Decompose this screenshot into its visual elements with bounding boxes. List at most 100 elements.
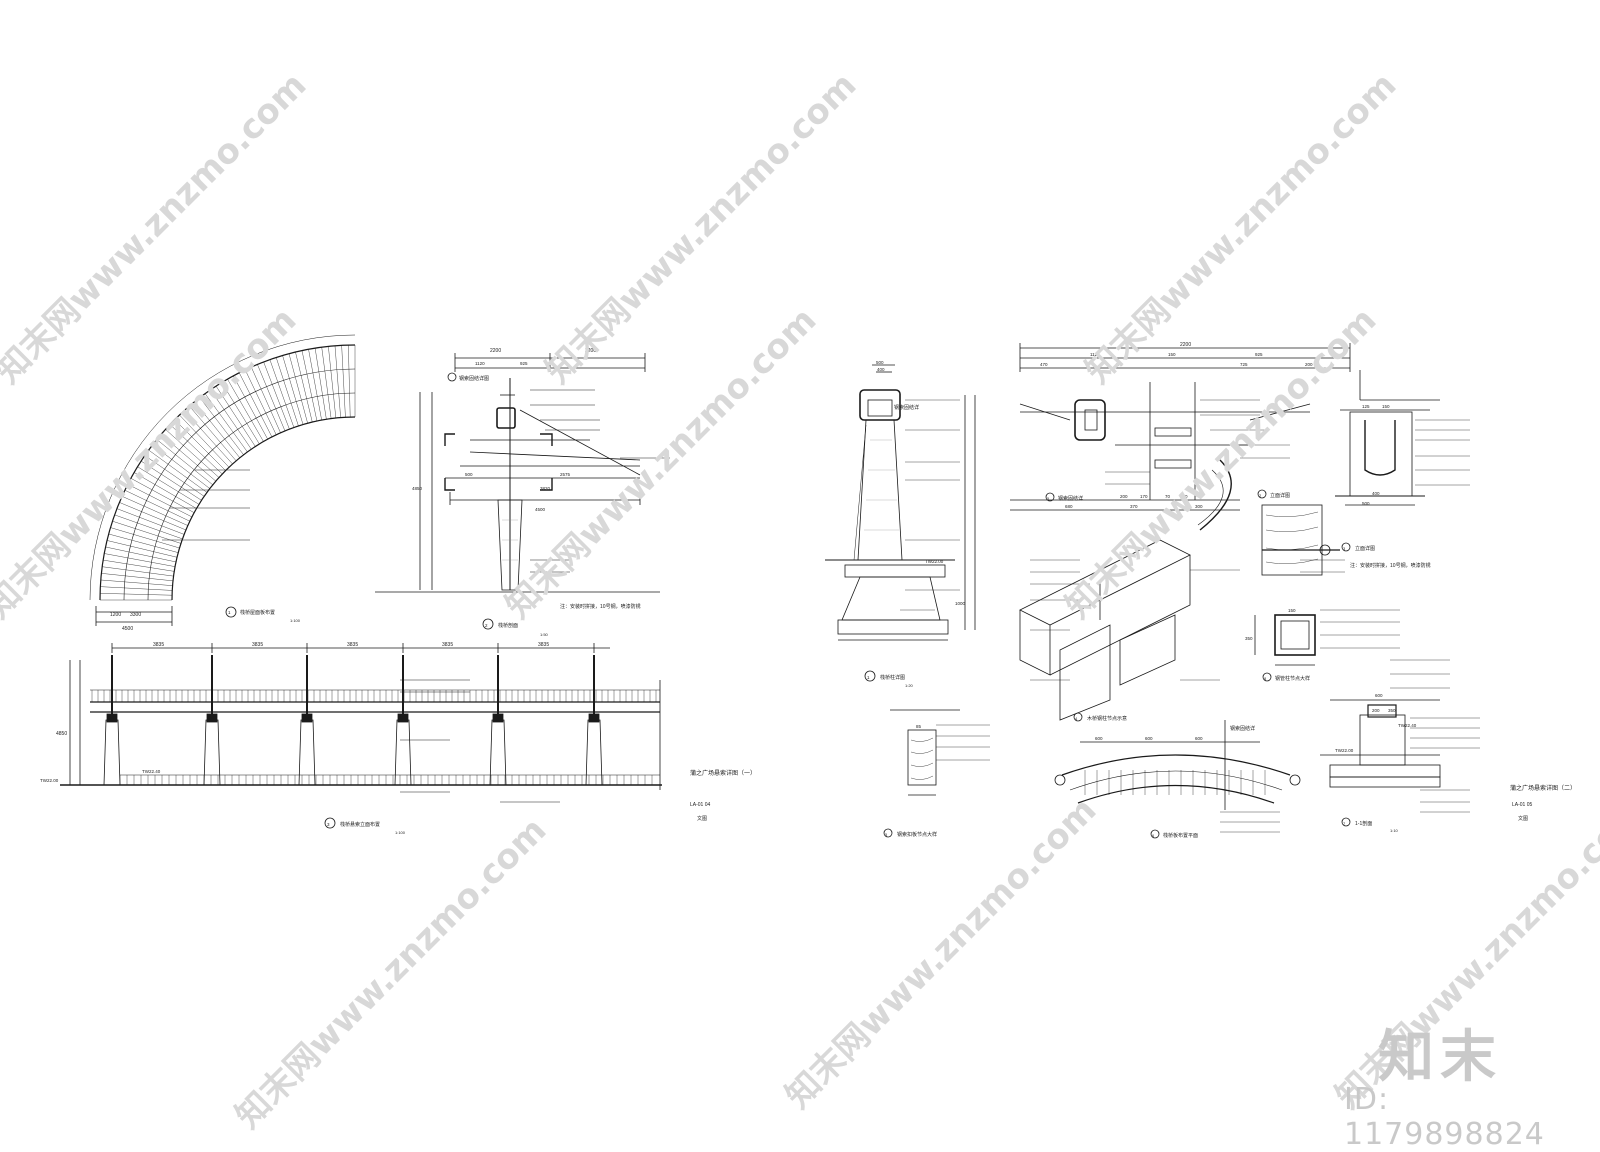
elev-level: TW22.40 bbox=[142, 769, 161, 774]
dim-sec-top-b: 2200 bbox=[585, 348, 596, 354]
circle-no-s3: 3 bbox=[1343, 546, 1346, 551]
curved-deck-plan bbox=[1054, 720, 1301, 839]
dim-col-top-b: 400 bbox=[877, 367, 885, 372]
dim-sec-mid-b: 2575 bbox=[560, 472, 571, 477]
title-s3: 立面详图 bbox=[1355, 545, 1375, 552]
deck-baluster-hatch bbox=[1084, 770, 1266, 795]
circle-no-s5: 5 bbox=[885, 832, 888, 837]
dim-s7-b: 200 bbox=[1372, 708, 1380, 713]
elevation-posts bbox=[103, 655, 603, 786]
dim-base-d: 150 bbox=[1382, 404, 1390, 409]
dim-arc-bottom-total: 4500 bbox=[122, 626, 133, 632]
watermark-layer: 知末网www.znzmo.com 知末网www.znzmo.com 知末网www… bbox=[0, 65, 1600, 1131]
title-elev: 栈桥悬索立面布置 bbox=[340, 821, 380, 828]
watermark-text: 知末网www.znzmo.com bbox=[498, 300, 824, 626]
sheet-left-title: 蒲之广场悬索详图（一） bbox=[690, 769, 756, 777]
tag-arc: 钢索固结详 bbox=[1230, 725, 1255, 732]
circle-no-arc: 1 bbox=[228, 610, 231, 615]
dim-elev-span-3: 3835 bbox=[347, 642, 358, 648]
right-sheet bbox=[825, 343, 1480, 839]
title-s5: 钢索扣板节点大样 bbox=[897, 831, 937, 838]
dim-sec-sub-a: 1120 bbox=[475, 361, 485, 366]
dim-det-row-c: 725 bbox=[1240, 362, 1248, 367]
dim-s7-c: 350 bbox=[1388, 708, 1396, 713]
base-detail-drawing bbox=[1335, 370, 1470, 552]
scale-elev: 1:100 bbox=[395, 830, 406, 835]
left-sheet-text: 1200 3300 4500 1 栈桥屋面板布置 1:100 2200 2200… bbox=[40, 348, 756, 835]
arc-railing-hatch bbox=[100, 345, 356, 601]
dim-sec-top-a: 2200 bbox=[490, 348, 501, 354]
dim-arc-bottom-b: 3300 bbox=[130, 612, 141, 618]
watermark-text: 知末网www.znzmo.com bbox=[538, 65, 864, 391]
dim-elev-span-4: 3835 bbox=[442, 642, 453, 648]
dim-sec-mid-a: 500 bbox=[465, 472, 473, 477]
dim-wood: 85 bbox=[916, 724, 922, 729]
dim-base-c: 125 bbox=[1362, 404, 1370, 409]
sheet-left-no: LA-01 04 bbox=[690, 802, 711, 808]
dim-det-row-d: 200 bbox=[1305, 362, 1313, 367]
watermark-text: 知末网www.znzmo.com bbox=[778, 790, 1104, 1116]
dim-base-a: 500 bbox=[1362, 501, 1370, 506]
elevation-baluster-row bbox=[91, 690, 657, 785]
scale-s7: 1:10 bbox=[1390, 828, 1399, 833]
dim-det-low-e: 170 bbox=[1140, 494, 1148, 499]
title-s2: 立面详图 bbox=[1270, 492, 1290, 499]
scale-arc: 1:100 bbox=[290, 618, 301, 623]
dim-det-sub-b: 150 bbox=[1168, 352, 1176, 357]
title-arc: 栈桥屋面板布置 bbox=[240, 609, 275, 616]
title-section: 栈桥剖面 bbox=[498, 622, 518, 629]
dim-det-row-b: 475 bbox=[1115, 362, 1123, 367]
dim-arc-a: 600 bbox=[1095, 736, 1103, 741]
s7-datum: TW22.00 bbox=[1335, 748, 1354, 753]
circle-no-col: 1 bbox=[867, 675, 870, 680]
sheet-right-title: 蒲之广场悬索详图（二） bbox=[1510, 784, 1576, 792]
dim-det-low-a: 680 bbox=[1065, 504, 1073, 509]
wood-bolt-detail bbox=[1257, 489, 1345, 576]
watermark-text: 知末网www.znzmo.com bbox=[228, 810, 554, 1131]
dim-elev-span-5: 3835 bbox=[538, 642, 549, 648]
circle-no-elev: 3 bbox=[327, 822, 330, 827]
title-s6: 栈桥板布置平面 bbox=[1163, 832, 1198, 839]
right-sheet-text: 500 400 钢索固结详 TW22.00 1000 1 栈桥柱详图 1:20 … bbox=[867, 342, 1576, 839]
dim-elev-span-1: 3835 bbox=[153, 642, 164, 648]
elev-datum: TW22.00 bbox=[40, 778, 59, 783]
circle-no-s2: 2 bbox=[1259, 493, 1262, 498]
tag-det: 钢索固结详 bbox=[1058, 495, 1083, 502]
circle-no-s7: 7 bbox=[1343, 821, 1346, 826]
note-s3: 注：安装时拼接，10号钢，喷漆防锈 bbox=[1350, 562, 1431, 569]
tag-section: 钢索固结详图 bbox=[459, 375, 489, 382]
dim-s7-a: 600 bbox=[1375, 693, 1383, 698]
sheet-right-tag: 文图 bbox=[1518, 815, 1528, 822]
dim-det-low-d: 200 bbox=[1120, 494, 1128, 499]
circle-no-s6: 6 bbox=[1152, 833, 1155, 838]
dim-arc-c: 600 bbox=[1195, 736, 1203, 741]
dim-col-height: 1000 bbox=[955, 601, 966, 606]
dim-det-low-c: 300 bbox=[1195, 504, 1203, 509]
dim-elev-span-2: 3835 bbox=[252, 642, 263, 648]
dim-det-row-a: 470 bbox=[1040, 362, 1048, 367]
sheet-right-no: LA-01 05 bbox=[1512, 802, 1533, 808]
circle-no-section: 2 bbox=[485, 623, 488, 628]
title-s7: 1-1剖面 bbox=[1355, 820, 1372, 827]
title-s8: 钢管柱节点大样 bbox=[1275, 675, 1310, 682]
dim-det-low-f: 70 bbox=[1165, 494, 1171, 499]
dim-elev-height: 4850 bbox=[56, 731, 67, 737]
elevation-drawing bbox=[60, 643, 662, 829]
section-drawing bbox=[375, 353, 670, 630]
left-sheet bbox=[60, 334, 670, 829]
scale-col: 1:20 bbox=[905, 683, 914, 688]
cable-anchor-detail bbox=[1010, 343, 1351, 531]
timber-joint-isometric bbox=[1019, 539, 1240, 722]
image-id-label: ID: 1179898824 bbox=[1344, 1082, 1545, 1152]
dim-base-b: 400 bbox=[1372, 491, 1380, 496]
sheet-left-tag: 文图 bbox=[697, 815, 707, 822]
note-section: 注：安装时拼接，10号钢，喷漆防锈 bbox=[560, 603, 641, 610]
title-s4: 木桥钢柱节点示意 bbox=[1087, 715, 1127, 722]
scale-section: 1:50 bbox=[540, 632, 549, 637]
wood-plank-detail bbox=[883, 709, 990, 838]
col-level: TW22.00 bbox=[925, 559, 944, 564]
dim-tube: 150 bbox=[1288, 608, 1296, 613]
dim-sec-bottom: 4500 bbox=[535, 507, 546, 512]
dim-arc-bottom-a: 1200 bbox=[110, 612, 121, 618]
